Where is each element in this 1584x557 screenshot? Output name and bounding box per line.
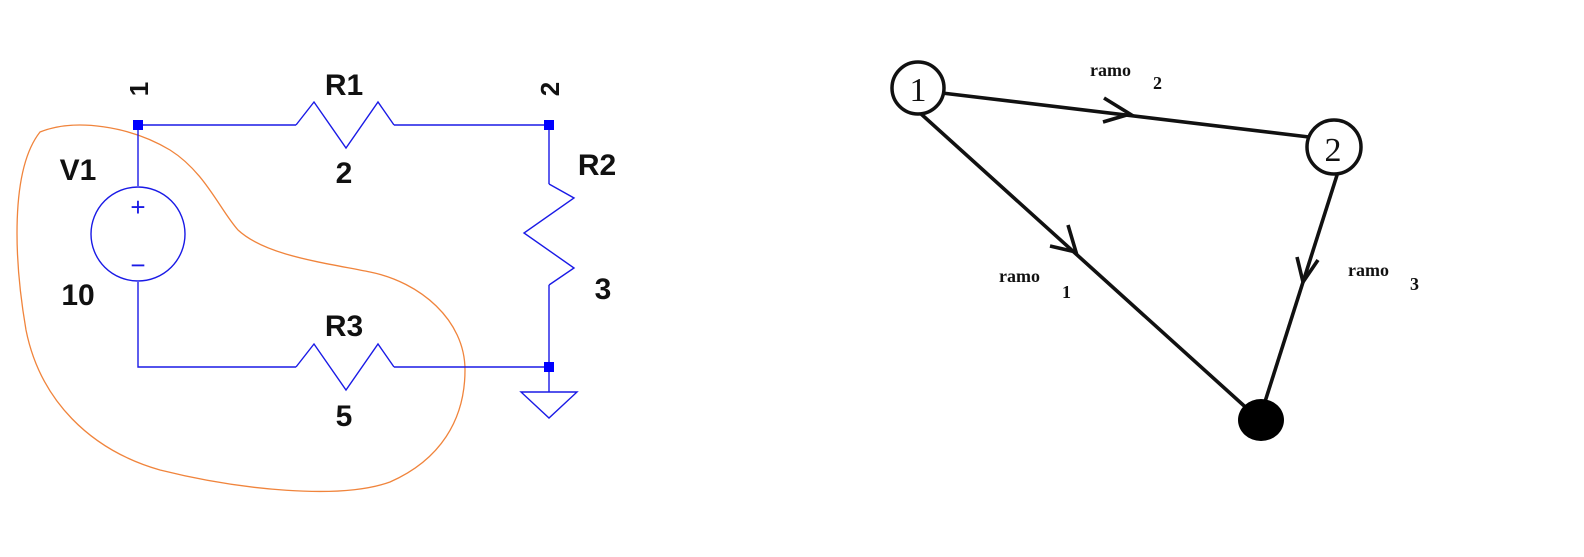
r3-value-label: 5 [336,400,353,433]
graph-node-2-label: 2 [1325,132,1342,169]
junction-ground [544,362,554,372]
source-minus-sign: − [130,250,145,280]
branch-1-label-sub: 1 [1062,282,1071,302]
branch-2-label-text: ramo [1090,60,1131,80]
junction-node-2 [544,120,554,130]
ground-symbol [519,391,579,419]
r2-value-label: 3 [595,273,612,306]
resistor-r1-symbol [295,100,395,150]
branch-3-label-text: ramo [1348,260,1389,280]
source-name-label: V1 [60,154,97,187]
r2-name-label: R2 [578,149,616,182]
branch-1-label-text: ramo [999,266,1040,286]
graph-node-1 [890,60,946,116]
branch-1-label: ramo 1 [999,266,1071,302]
branch-3-arrow-icon [1295,256,1320,287]
wire-source-to-bottom [137,282,296,368]
r3-name-label: R3 [325,310,363,343]
voltage-source-symbol [90,186,186,282]
junction-node-1 [133,120,143,130]
r1-value-label: 2 [336,157,353,190]
circuit-schematic: + − 1 2 V1 10 R1 2 R2 3 R3 5 [16,69,616,493]
circuit-graph: 1 2 ramo 2 ramo 1 ramo 3 [890,60,1419,441]
node-label-2: 2 [535,82,565,96]
branch-3-label-sub: 3 [1410,274,1419,294]
resistor-r3-symbol [295,342,395,392]
branch-3-label: ramo 3 [1348,260,1419,294]
graph-reference-node [1238,399,1284,441]
branch-2-label-sub: 2 [1153,73,1162,93]
branch-2-arrow-icon [1102,96,1135,124]
source-plus-sign: + [130,192,145,222]
source-value-label: 10 [61,279,94,312]
mesh-loop-highlight [16,124,466,493]
branch-1-edge [918,111,1254,415]
resistor-r2-symbol [522,183,576,286]
graph-node-2 [1305,118,1363,176]
graph-node-1-label: 1 [910,72,927,109]
node-label-1: 1 [124,82,154,96]
branch-1-arrow-icon [1049,224,1079,255]
branch-3-edge [1261,171,1340,409]
branch-2-label: ramo 2 [1090,60,1162,93]
r1-name-label: R1 [325,69,363,102]
